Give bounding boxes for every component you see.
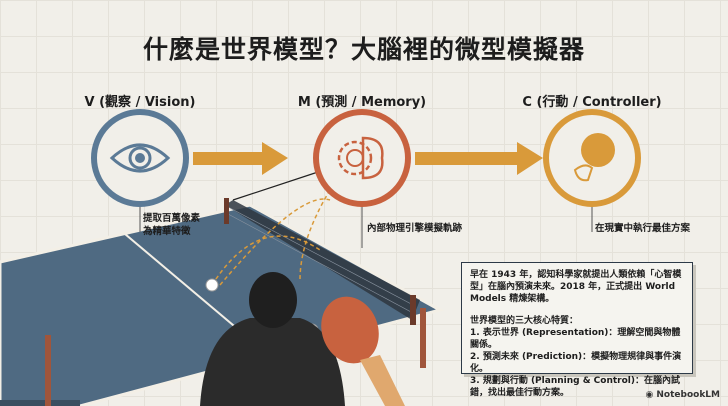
info-item: 1. 表示世界 (Representation)：理解空間與物體關係。 <box>470 328 681 350</box>
vision-caption: 提取百萬像素 為精華特徵 <box>143 213 201 237</box>
paddle <box>321 296 379 364</box>
arrow-v-to-m <box>193 142 288 175</box>
player <box>200 272 405 406</box>
net <box>224 171 420 325</box>
info-item: 3. 規劃與行動 (Planning & Control)：在腦內試錯，找出最佳… <box>470 376 680 398</box>
page-title: 什麼是世界模型？大腦裡的微型模擬器 <box>142 35 585 64</box>
controller-caption: 在現實中執行最佳方案 <box>595 223 691 234</box>
info-intro: 早在 1943 年，認知科學家就提出人類依賴「心智模型」在腦內預演未來。2018… <box>470 270 682 304</box>
notebooklm-watermark: ◉ NotebookLM <box>645 390 720 400</box>
arrow-m-to-c <box>415 142 543 175</box>
ball <box>205 278 219 292</box>
info-heading: 世界模型的三大核心特質： <box>470 316 579 326</box>
info-item: 2. 預測未來 (Prediction)：模擬物理規律與事件演化。 <box>470 352 682 374</box>
info-box: 早在 1943 年，認知科學家就提出人類依賴「心智模型」在腦內預演未來。2018… <box>461 262 693 398</box>
stage-label-memory: M (預測 / Memory) <box>297 95 427 110</box>
notebooklm-logo-icon: ◉ <box>645 390 654 400</box>
paddle-hand-icon <box>543 109 641 207</box>
gear-brain-icon <box>313 109 411 207</box>
stage-label-controller: C (行動 / Controller) <box>522 95 662 110</box>
memory-caption: 內部物理引擎模擬軌跡 <box>367 223 463 234</box>
stage-label-vision: V (觀察 / Vision) <box>84 95 196 110</box>
eye-icon <box>91 109 189 207</box>
